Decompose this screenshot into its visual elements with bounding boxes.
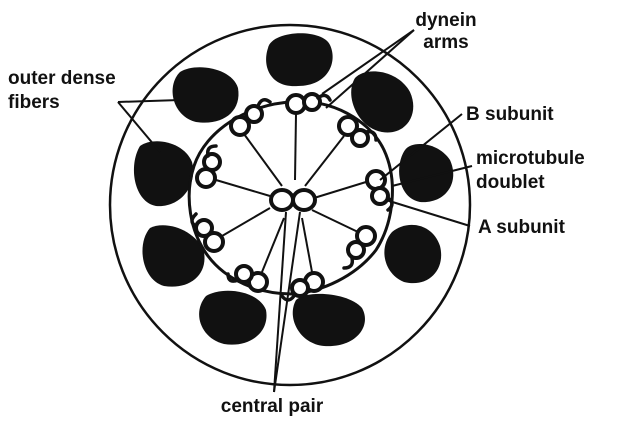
radial-spoke xyxy=(262,218,284,272)
label-outer-dense-fibers-line2: fibers xyxy=(8,92,60,113)
dynein-arm xyxy=(192,214,196,226)
microtubule-doublet xyxy=(197,154,220,187)
central-tubule xyxy=(293,190,315,210)
b-subunit xyxy=(348,242,364,258)
label-dynein-arms-line1: dynein xyxy=(415,10,476,31)
radial-spoke xyxy=(305,136,344,186)
microtubule-doublet xyxy=(231,106,262,135)
radial-spoke xyxy=(312,210,358,232)
outer-dense-fiber xyxy=(384,225,441,283)
radial-spoke xyxy=(314,182,366,198)
leader-a-subunit xyxy=(386,200,470,226)
label-dynein-arms-line2: arms xyxy=(423,32,468,53)
label-microtubule-doublet-line1: microtubule xyxy=(476,148,585,169)
label-central-pair: central pair xyxy=(221,396,324,417)
central-pair xyxy=(271,190,315,210)
leader-outer-dense-1 xyxy=(118,100,180,102)
label-outer-dense-fibers-line1: outer dense xyxy=(8,68,116,89)
b-subunit xyxy=(372,188,388,204)
central-tubule xyxy=(271,190,293,210)
microtubule-doublet xyxy=(287,94,320,113)
outer-dense-fiber xyxy=(266,33,333,86)
radial-spoke xyxy=(244,134,282,186)
dynein-arm xyxy=(344,258,352,268)
radial-spoke xyxy=(302,218,312,272)
radial-spoke xyxy=(222,208,270,236)
outer-dense-fiber xyxy=(199,291,266,345)
outer-dense-fibers-group xyxy=(134,33,453,346)
radial-spoke xyxy=(295,114,296,180)
radial-spoke xyxy=(216,180,270,196)
b-subunit xyxy=(292,280,308,296)
leader-outer-dense-2 xyxy=(118,102,160,152)
label-b-subunit: B subunit xyxy=(466,104,554,125)
b-subunit xyxy=(246,106,262,122)
microtubule-doublet xyxy=(292,273,323,296)
microtubule-doublet xyxy=(348,227,375,258)
b-subunit xyxy=(196,220,212,236)
outer-dense-fiber xyxy=(293,294,365,346)
outer-dense-fiber xyxy=(173,67,239,122)
label-a-subunit: A subunit xyxy=(478,217,566,238)
outer-dense-fiber xyxy=(134,141,193,206)
label-microtubule-doublet-line2: doublet xyxy=(476,172,545,193)
